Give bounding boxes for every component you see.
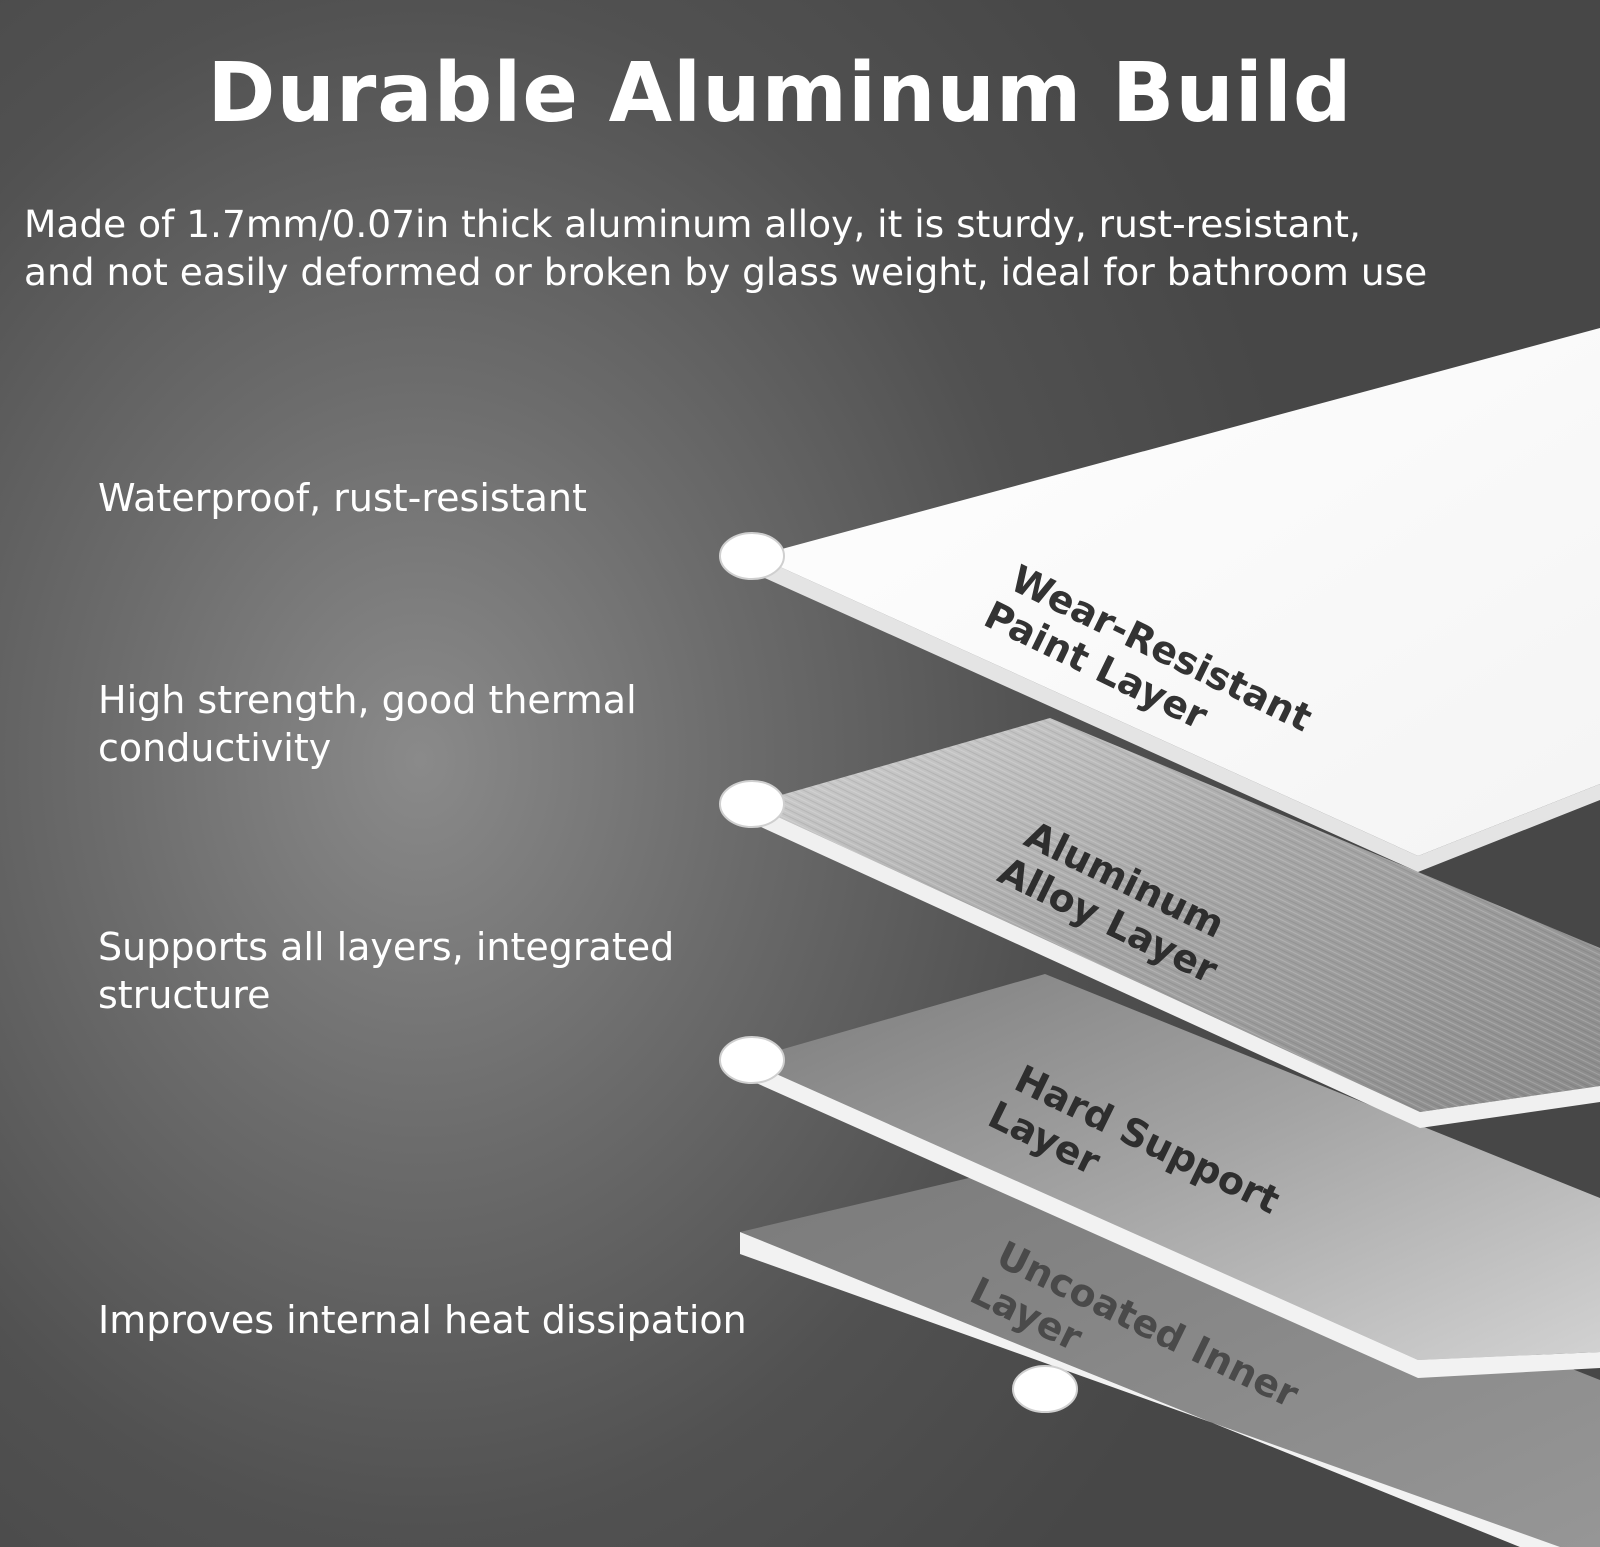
layer-face bbox=[740, 1160, 1600, 1547]
layer-texture bbox=[750, 718, 1600, 1112]
connector-dot bbox=[719, 1036, 785, 1084]
page-title: Durable Aluminum Build bbox=[207, 46, 1353, 141]
connector-dot bbox=[719, 532, 785, 580]
layer-face bbox=[745, 974, 1600, 1360]
layer-hard-support bbox=[745, 974, 1600, 1378]
layer-aluminum-alloy bbox=[750, 718, 1600, 1128]
feature-heat: Improves internal heat dissipation bbox=[98, 1296, 747, 1344]
feature-text: Improves internal heat dissipation bbox=[98, 1298, 747, 1342]
feature-supports: Supports all layers, integrated structur… bbox=[98, 923, 674, 1019]
feature-text: conductivity bbox=[98, 726, 332, 770]
connector-dot bbox=[719, 780, 785, 828]
feature-high-strength: High strength, good thermal conductivity bbox=[98, 676, 637, 772]
feature-text: structure bbox=[98, 973, 271, 1017]
feature-text: Waterproof, rust-resistant bbox=[98, 476, 587, 520]
connector-dot bbox=[1012, 1365, 1078, 1413]
layer-uncoated-inner bbox=[740, 1160, 1600, 1547]
layer-face bbox=[756, 328, 1600, 856]
subtitle-line-2: and not easily deformed or broken by gla… bbox=[24, 250, 1428, 294]
subtitle: Made of 1.7mm/0.07in thick aluminum allo… bbox=[24, 200, 1594, 296]
feature-text: High strength, good thermal bbox=[98, 678, 637, 722]
feature-text: Supports all layers, integrated bbox=[98, 925, 675, 969]
subtitle-line-1: Made of 1.7mm/0.07in thick aluminum allo… bbox=[24, 202, 1361, 246]
feature-waterproof: Waterproof, rust-resistant bbox=[98, 474, 587, 522]
layer-wear-resistant bbox=[756, 328, 1600, 872]
